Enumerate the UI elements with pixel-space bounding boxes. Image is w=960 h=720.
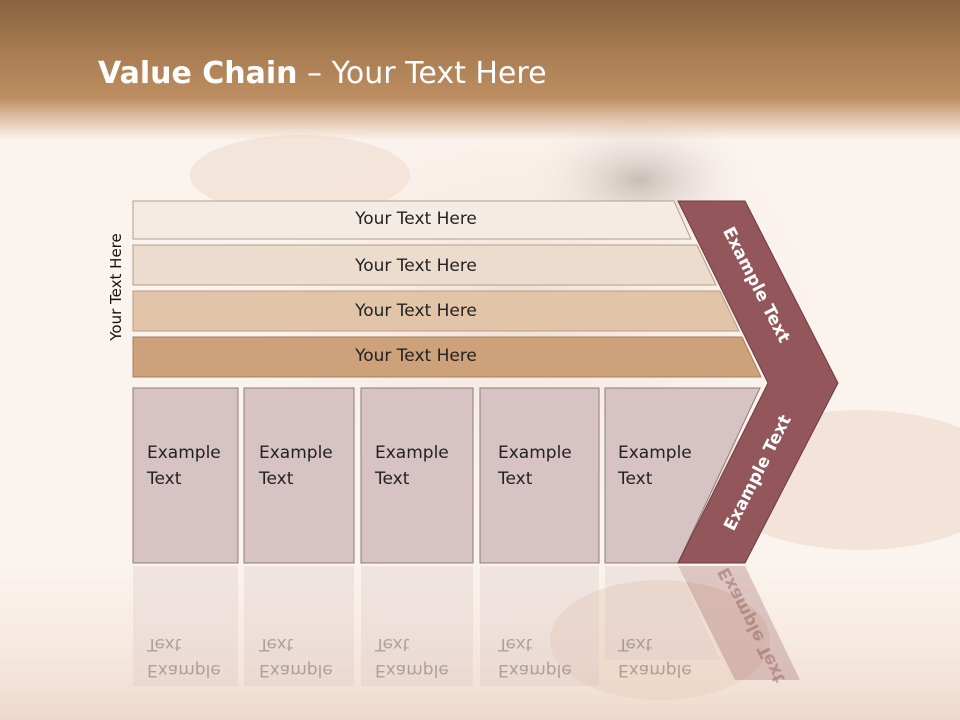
reflection-box-3-line2: Text <box>375 634 410 654</box>
title-rest: – Your Text Here <box>297 56 547 91</box>
reflection: Example Text Example Text Example Text E… <box>0 565 960 720</box>
header-band <box>0 0 960 140</box>
reflection-box-3-line1: Example <box>375 660 449 680</box>
band-4-label: Your Text Here <box>355 346 477 366</box>
reflection-box-2: Example Text <box>259 631 333 683</box>
slide-title: Value Chain – Your Text Here <box>98 52 547 96</box>
reflection-box-3: Example Text <box>375 631 449 683</box>
reflection-box-1-line1: Example <box>147 660 221 680</box>
reflection-box-5-line2: Text <box>618 634 653 654</box>
title-bold: Value Chain <box>98 56 298 91</box>
box-1-label: Example Text <box>147 440 221 492</box>
reflection-box-1-line2: Text <box>147 634 182 654</box>
reflection-box-2-line1: Example <box>259 660 333 680</box>
band-2-shape <box>132 244 717 286</box>
box-4-line1: Example <box>498 443 572 463</box>
box-5-line1: Example <box>618 443 692 463</box>
box-3-line2: Text <box>375 469 410 489</box>
box-2-line1: Example <box>259 443 333 463</box>
reflection-box-1: Example Text <box>147 631 221 683</box>
band-3-label: Your Text Here <box>355 301 477 321</box>
box-2-shape <box>243 387 355 564</box>
box-3-label: Example Text <box>375 440 449 492</box>
reflection-shapes <box>133 566 800 686</box>
box-4-label: Example Text <box>498 440 572 492</box>
box-1-line2: Text <box>147 469 182 489</box>
box-5-label: Example Text <box>618 440 692 492</box>
box-2-label: Example Text <box>259 440 333 492</box>
reflection-box-4-line1: Example <box>498 660 572 680</box>
box-3-shape <box>360 387 474 564</box>
box-5-line2: Text <box>618 469 653 489</box>
box-1-line1: Example <box>147 443 221 463</box>
reflection-box-5-line1: Example <box>618 660 692 680</box>
side-label: Your Text Here <box>107 233 125 341</box>
box-3-line1: Example <box>375 443 449 463</box>
box-4-shape <box>479 387 600 564</box>
reflection-arrow-label: Example Text <box>714 565 790 687</box>
reflection-box-2-line2: Text <box>259 634 294 654</box>
chevron-arrow <box>677 200 839 564</box>
box-1-shape <box>132 387 239 564</box>
band-4-shape <box>132 336 762 378</box>
reflection-box-5: Example Text <box>618 631 692 683</box>
band-2-label: Your Text Here <box>355 256 477 276</box>
reflection-box-4-line2: Text <box>498 634 533 654</box>
band-1-shape <box>132 200 692 240</box>
box-4-line2: Text <box>498 469 533 489</box>
band-1-label: Your Text Here <box>355 209 477 229</box>
band-3-shape <box>132 290 740 332</box>
reflection-box-4: Example Text <box>498 631 572 683</box>
box-2-line2: Text <box>259 469 294 489</box>
